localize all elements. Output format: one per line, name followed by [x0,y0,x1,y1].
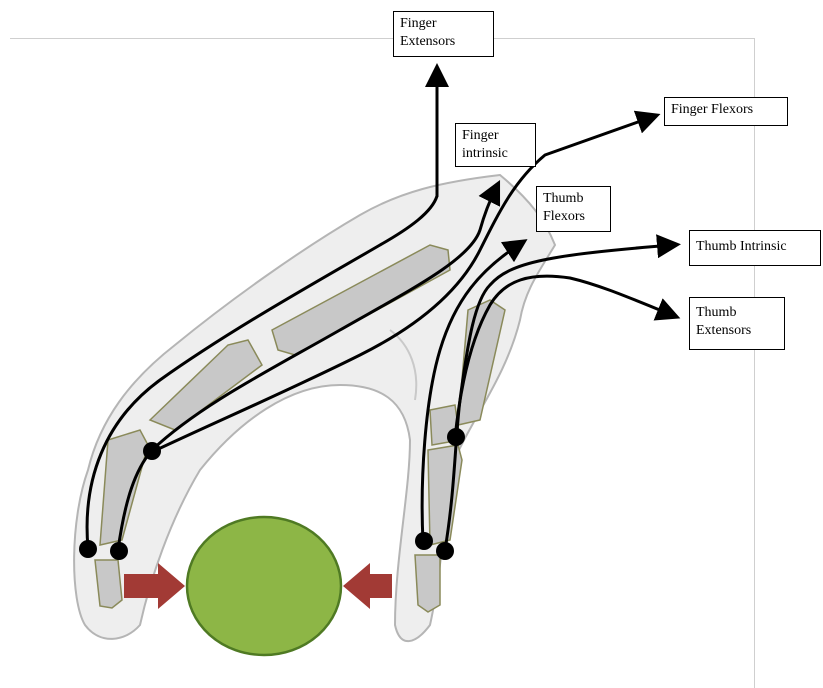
label-thumb-extensors-line1: Thumb [696,304,778,322]
label-thumb-extensors-line2: Extensors [696,322,778,340]
label-finger-intrinsic-line1: Finger [462,127,529,145]
grasped-object [187,517,341,655]
thumb-tip-joint-outer [415,532,433,550]
label-thumb-intrinsic-line1: Thumb Intrinsic [696,238,814,256]
force-arrow-right [343,563,392,609]
label-finger-intrinsic-line2: intrinsic [462,145,529,163]
label-thumb-flexors: Thumb Flexors [536,186,611,232]
thumb-tip-joint-inner [436,542,454,560]
thumb-distal-phalanx [415,555,440,612]
label-finger-flexors-line1: Finger Flexors [671,101,781,119]
finger-tip-joint-inner [110,542,128,560]
label-thumb-flexors-line1: Thumb [543,190,604,208]
label-finger-extensors: Finger Extensors [393,11,494,57]
label-finger-intrinsic: Finger intrinsic [455,123,536,167]
label-finger-extensors-line2: Extensors [400,33,487,51]
label-thumb-flexors-line2: Flexors [543,208,604,226]
thumb-knuckle-joint [447,428,465,446]
label-finger-flexors: Finger Flexors [664,97,788,126]
finger-knuckle-joint [143,442,161,460]
thumb-proximal-phalanx [428,445,462,545]
finger-distal-phalanx [95,560,122,608]
label-finger-extensors-line1: Finger [400,15,487,33]
finger-tip-joint-outer [79,540,97,558]
label-thumb-intrinsic: Thumb Intrinsic [689,230,821,266]
label-thumb-extensors: Thumb Extensors [689,297,785,350]
